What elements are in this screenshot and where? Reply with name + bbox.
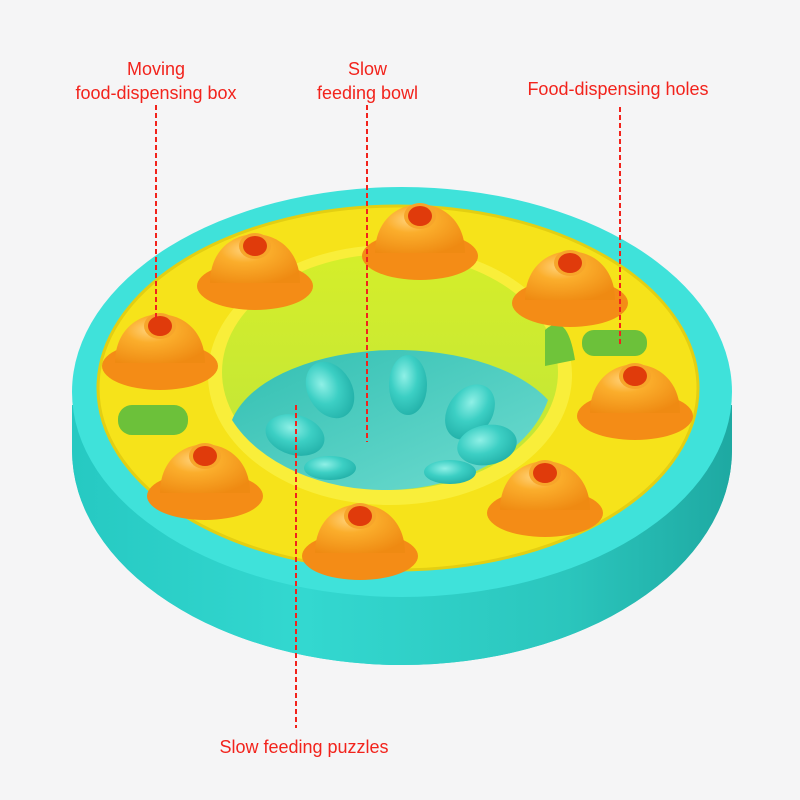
callout-line-1: Slow feeding puzzles	[219, 737, 389, 757]
food-dispensing-domes	[102, 203, 693, 580]
dome	[102, 313, 218, 390]
callout-slow-feeding-puzzles: Slow feeding puzzles	[200, 735, 408, 759]
dispensing-slot	[118, 330, 647, 435]
callout-line-1: Slow	[347, 59, 387, 79]
callout-line-1: Food-dispensing holes	[527, 79, 709, 99]
callout-line-2: feeding bowl	[316, 83, 419, 103]
dome	[487, 460, 603, 537]
callout-line-2: food-dispensing box	[75, 83, 237, 103]
callout-line-1: Moving	[126, 59, 186, 79]
slow-feeding-bowl	[208, 245, 575, 505]
dome	[362, 203, 478, 280]
dome	[197, 233, 313, 310]
dome	[512, 250, 628, 327]
slow-feeding-ridges	[265, 355, 517, 484]
callout-food-dispensing-holes: Food-dispensing holes	[507, 77, 729, 101]
callout-moving-food-dispensing-box: Moving food-dispensing box	[56, 57, 256, 105]
callout-lines	[155, 105, 621, 728]
dome	[302, 503, 418, 580]
dome	[577, 363, 693, 440]
callout-slow-feeding-bowl: Slow feeding bowl	[285, 57, 450, 105]
dome	[147, 443, 263, 520]
